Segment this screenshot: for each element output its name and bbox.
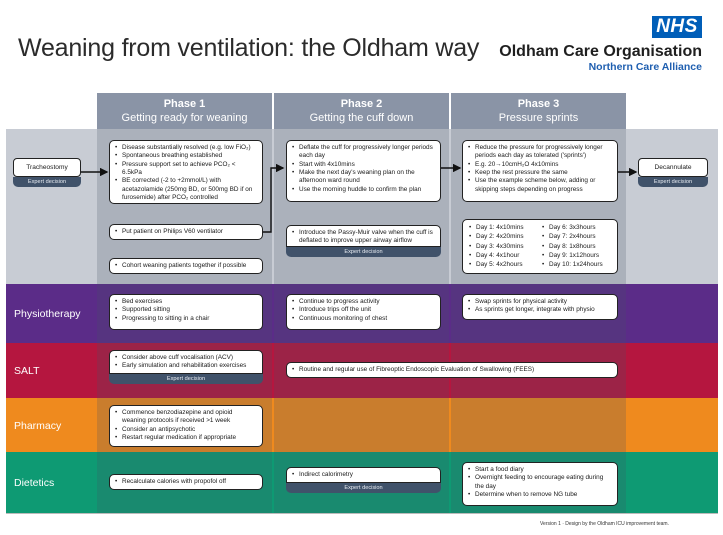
list-item: Consider above cuff vocalisation (ACV): [115, 354, 257, 363]
list-item: Commence benzodiazepine and opioid weani…: [115, 409, 257, 426]
list-item: Continuous monitoring of chest: [292, 315, 435, 324]
tracheostomy-label: Tracheostomy: [13, 158, 81, 177]
tracheostomy-node: Tracheostomy Expert decision: [13, 158, 81, 187]
list-item: Pressure support set to achieve PCO₂ < 6…: [115, 161, 257, 178]
row-label-salt: SALT: [14, 365, 40, 377]
expert-decision-salt: Expert decision: [109, 374, 263, 384]
phase-2-subtitle: Getting the cuff down: [309, 112, 414, 124]
phase1-ventilator-box: Put patient on Philips V60 ventilator: [109, 224, 263, 240]
list-item: Deflate the cuff for progressively longe…: [292, 144, 435, 161]
list-item: Bed exercises: [115, 298, 257, 307]
list-item: Cohort weaning patients together if poss…: [115, 262, 257, 271]
schedule-item: Day 1: 4x10mins: [469, 223, 538, 233]
dietetics-phase1-box: Recalculate calories with propofol off: [109, 474, 263, 490]
dietetics-phase2-node: Indirect calorimetry Expert decision: [286, 467, 441, 493]
phase-2-header: Phase 2 Getting the cuff down: [274, 93, 449, 129]
expert-decision-dietetics: Expert decision: [286, 483, 441, 493]
list-item: Keep the rest pressure the same: [468, 169, 612, 178]
phase2-passy-muir-box: Introduce the Passy-Muir valve when the …: [286, 225, 441, 247]
phase-1-header: Phase 1 Getting ready for weaning: [97, 93, 272, 129]
nhs-logo: NHS: [652, 16, 702, 38]
list-item: BE corrected (-2 to +2mmol/L) with aceta…: [115, 177, 257, 202]
phase-2-name: Phase 2: [340, 98, 383, 110]
phase1-cohort-box: Cohort weaning patients together if poss…: [109, 258, 263, 274]
list-item: Use the morning huddle to confirm the pl…: [292, 186, 435, 195]
list-item: Continue to progress activity: [292, 298, 435, 307]
list-item: Make the next day's weaning plan on the …: [292, 169, 435, 186]
schedule-item: Day 7: 2x4hours: [542, 232, 611, 242]
expert-decision-phase2: Expert decision: [286, 247, 441, 257]
phase-3-subtitle: Pressure sprints: [498, 112, 579, 124]
decannulate-node: Decannulate Expert decision: [638, 158, 708, 187]
phase-1-subtitle: Getting ready for weaning: [121, 112, 248, 124]
physio-phase3-box: Swap sprints for physical activity As sp…: [462, 294, 618, 320]
list-item: Introduce trips off the unit: [292, 306, 435, 315]
expert-decision-tracheostomy: Expert decision: [13, 177, 81, 187]
list-item: As sprints get longer, integrate with ph…: [468, 306, 612, 315]
list-item: Early simulation and rehabilitation exer…: [115, 362, 257, 371]
phase2-cuff-box: Deflate the cuff for progressively longe…: [286, 140, 441, 202]
dietetics-phase2-box: Indirect calorimetry: [286, 467, 441, 483]
phase-1-name: Phase 1: [163, 98, 206, 110]
list-item: Spontaneous breathing established: [115, 152, 257, 161]
list-item: Supported sitting: [115, 306, 257, 315]
page-title: Weaning from ventilation: the Oldham way: [18, 34, 480, 62]
expert-decision-decannulate: Expert decision: [638, 177, 708, 187]
list-item: Start a food diary: [468, 466, 612, 475]
dietetics-phase3-box: Start a food diary Overnight feeding to …: [462, 462, 618, 506]
list-item: Determine when to remove NG tube: [468, 491, 612, 500]
list-item: Introduce the Passy-Muir valve when the …: [292, 229, 435, 246]
list-item: Put patient on Philips V60 ventilator: [115, 228, 257, 237]
salt-phase1-box: Consider above cuff vocalisation (ACV) E…: [109, 350, 263, 374]
list-item: Routine and regular use of Fibreoptic En…: [292, 366, 612, 375]
list-item: Swap sprints for physical activity: [468, 298, 612, 307]
organisation-name: Oldham Care Organisation: [499, 43, 702, 60]
phase3-sprints-box: Reduce the pressure for progressively lo…: [462, 140, 618, 202]
schedule-item: Day 6: 3x3hours: [542, 223, 611, 233]
organisation-subtitle: Northern Care Alliance: [588, 61, 702, 73]
footer-credit: Version 1 · Design by the Oldham ICU imp…: [540, 521, 669, 527]
list-item: E.g. 20→10cmH₂O 4x10mins: [468, 161, 612, 170]
salt-fees-box: Routine and regular use of Fibreoptic En…: [286, 362, 618, 378]
schedule-item: Day 9: 1x12hours: [542, 251, 611, 261]
phase1-criteria-box: Disease substantially resolved (e.g. low…: [109, 140, 263, 204]
list-item: Consider an antipsychotic: [115, 426, 257, 435]
list-item: Overnight feeding to encourage eating du…: [468, 474, 612, 491]
list-item: Disease substantially resolved (e.g. low…: [115, 144, 257, 153]
phase-3-header: Phase 3 Pressure sprints: [451, 93, 626, 129]
footer-divider: [6, 513, 718, 514]
list-item: Restart regular medication if appropriat…: [115, 434, 257, 443]
phase3-schedule-box: Day 1: 4x10mins Day 2: 4x20mins Day 3: 4…: [462, 219, 618, 274]
physio-phase1-box: Bed exercises Supported sitting Progress…: [109, 294, 263, 330]
arrow-phase1-to-phase2: [263, 163, 285, 233]
schedule-item: Day 10: 1x24hours: [542, 260, 611, 270]
phase2-passy-muir-node: Introduce the Passy-Muir valve when the …: [286, 225, 441, 257]
list-item: Use the example scheme below, adding or …: [468, 177, 612, 194]
pharmacy-phase1-box: Commence benzodiazepine and opioid weani…: [109, 405, 263, 447]
decannulate-label: Decannulate: [638, 158, 708, 177]
salt-phase1-node: Consider above cuff vocalisation (ACV) E…: [109, 350, 263, 384]
row-label-dietetics: Dietetics: [14, 477, 55, 489]
schedule-item: Day 4: 4x1hour: [469, 251, 538, 261]
list-item: Progressing to sitting in a chair: [115, 315, 257, 324]
physio-phase2-box: Continue to progress activity Introduce …: [286, 294, 441, 330]
schedule-item: Day 2: 4x20mins: [469, 232, 538, 242]
list-item: Indirect calorimetry: [292, 471, 435, 480]
list-item: Reduce the pressure for progressively lo…: [468, 144, 612, 161]
row-label-physiotherapy: Physiotherapy: [14, 308, 81, 320]
schedule-item: Day 3: 4x30mins: [469, 242, 538, 252]
list-item: Recalculate calories with propofol off: [115, 478, 257, 487]
list-item: Start with 4x10mins: [292, 161, 435, 170]
row-label-pharmacy: Pharmacy: [14, 420, 62, 432]
phase-3-name: Phase 3: [517, 98, 560, 110]
schedule-item: Day 8: 1x8hours: [542, 242, 611, 252]
schedule-item: Day 5: 4x2hours: [469, 260, 538, 270]
